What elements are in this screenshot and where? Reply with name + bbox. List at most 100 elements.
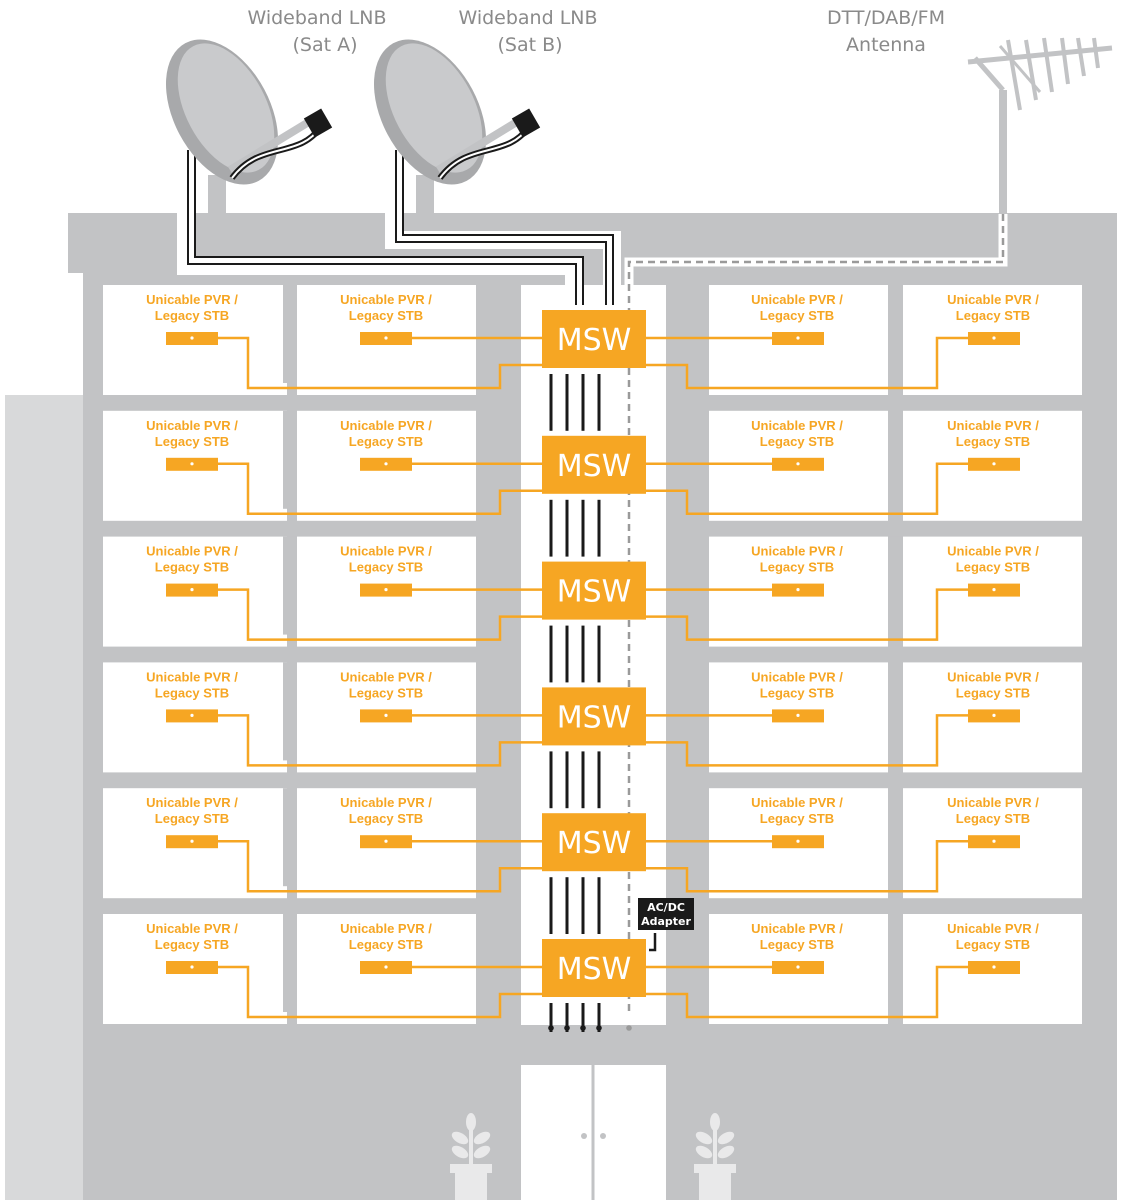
termination-icon — [564, 1025, 570, 1031]
receiver-label: Unicable PVR / — [146, 544, 238, 559]
set-top-box-icon — [166, 961, 218, 974]
receiver-label: Unicable PVR / — [751, 921, 843, 936]
room-cables — [218, 588, 968, 641]
receiver-label: Unicable PVR / — [947, 292, 1039, 307]
room-cables — [218, 462, 968, 516]
set-top-box-icon — [772, 961, 824, 974]
receiver-label: Unicable PVR / — [947, 795, 1039, 810]
receiver-label: Legacy STB — [956, 685, 1030, 700]
set-top-box-icon — [360, 457, 412, 471]
antenna-label-line1: DTT/DAB/FM — [827, 7, 945, 29]
room-cables — [218, 839, 968, 893]
receiver-label: Unicable PVR / — [751, 795, 843, 810]
lnb-cables — [177, 150, 621, 305]
multiswitch-label: MSW — [557, 826, 632, 861]
partition-wall — [283, 536, 297, 635]
ac-dc-adapter: AC/DC Adapter — [638, 898, 694, 952]
receiver-label: Legacy STB — [155, 434, 229, 449]
multiswitch: MSW — [542, 813, 646, 872]
multiswitch: MSW — [542, 310, 646, 368]
receiver-label: Legacy STB — [349, 937, 423, 952]
receiver-label: Unicable PVR / — [947, 544, 1039, 559]
partition-wall — [283, 788, 297, 887]
set-top-box-icon — [968, 457, 1020, 471]
set-top-box-icon — [360, 835, 412, 849]
antenna-label-line2: Antenna — [846, 34, 926, 56]
receiver-label: Legacy STB — [956, 811, 1030, 826]
set-top-box-icon — [166, 709, 218, 723]
receiver-label: Legacy STB — [155, 937, 229, 952]
receiver-label: Legacy STB — [155, 560, 229, 575]
receiver-label: Unicable PVR / — [340, 795, 432, 810]
receiver-label: Legacy STB — [349, 560, 423, 575]
set-top-box-icon — [772, 835, 824, 849]
receiver-label: Legacy STB — [956, 937, 1030, 952]
multiswitch: MSW — [542, 939, 646, 997]
set-top-box-icon — [772, 709, 824, 723]
terrestrial-antenna-icon — [967, 37, 1113, 214]
partition-wall — [283, 410, 297, 509]
lnb-b-label-line2: (Sat B) — [497, 34, 562, 56]
receiver-label: Legacy STB — [349, 811, 423, 826]
set-top-box-icon — [772, 332, 824, 345]
room-cables — [218, 714, 968, 767]
receiver-label: Legacy STB — [349, 308, 423, 323]
lnb-b-label-line1: Wideband LNB — [458, 7, 597, 29]
receiver-label: Unicable PVR / — [751, 292, 843, 307]
multiswitch: MSW — [542, 687, 646, 746]
termination-icon — [548, 1025, 554, 1031]
receiver-label: Unicable PVR / — [340, 544, 432, 559]
receiver-label: Legacy STB — [760, 685, 834, 700]
receiver-label: Legacy STB — [760, 308, 834, 323]
receiver-label: Legacy STB — [760, 937, 834, 952]
termination-icon — [596, 1025, 602, 1031]
room-cables — [218, 965, 968, 1019]
partition-wall — [889, 536, 903, 635]
partition-wall — [283, 914, 297, 1012]
receiver-label: Unicable PVR / — [947, 921, 1039, 936]
receiver-label: Legacy STB — [956, 560, 1030, 575]
multiswitch-label: MSW — [557, 700, 632, 735]
partition-wall — [889, 662, 903, 761]
lnb-a-label-line1: Wideband LNB — [247, 7, 386, 29]
set-top-box-icon — [968, 961, 1020, 974]
room-cables — [218, 336, 968, 390]
receiver-label: Legacy STB — [155, 685, 229, 700]
receiver-label: Legacy STB — [760, 811, 834, 826]
antenna-cable — [624, 214, 1008, 1015]
termination-icon — [626, 1025, 632, 1031]
receiver-label: Unicable PVR / — [340, 921, 432, 936]
set-top-box-icon — [166, 835, 218, 849]
plant-right-icon — [694, 1113, 736, 1200]
receiver-label: Legacy STB — [956, 434, 1030, 449]
receiver-label: Unicable PVR / — [751, 669, 843, 684]
multiswitch-stack: MSW MSW MSW MSW MSW MSW — [542, 310, 646, 997]
multiswitch: MSW — [542, 435, 646, 494]
riser-terminations — [548, 1025, 632, 1031]
receiver-label: Legacy STB — [349, 685, 423, 700]
partition-wall — [889, 410, 903, 509]
receiver-label: Unicable PVR / — [340, 669, 432, 684]
receiver-label: Legacy STB — [760, 434, 834, 449]
set-top-box-icon — [166, 457, 218, 471]
partition-wall — [283, 285, 297, 383]
multiswitch: MSW — [542, 561, 646, 620]
receiver-label: Legacy STB — [760, 560, 834, 575]
set-top-box-icon — [360, 332, 412, 345]
lnb-a-label-line2: (Sat A) — [292, 34, 357, 56]
set-top-box-icon — [772, 457, 824, 471]
side-building — [5, 395, 85, 1200]
partition-wall — [889, 914, 903, 1012]
receiver-label: Unicable PVR / — [751, 544, 843, 559]
set-top-box-icon — [968, 583, 1020, 597]
receiver-label: Legacy STB — [349, 434, 423, 449]
multiswitch-label: MSW — [557, 449, 632, 484]
receiver-label: Unicable PVR / — [146, 418, 238, 433]
riser-cables — [549, 374, 601, 1032]
